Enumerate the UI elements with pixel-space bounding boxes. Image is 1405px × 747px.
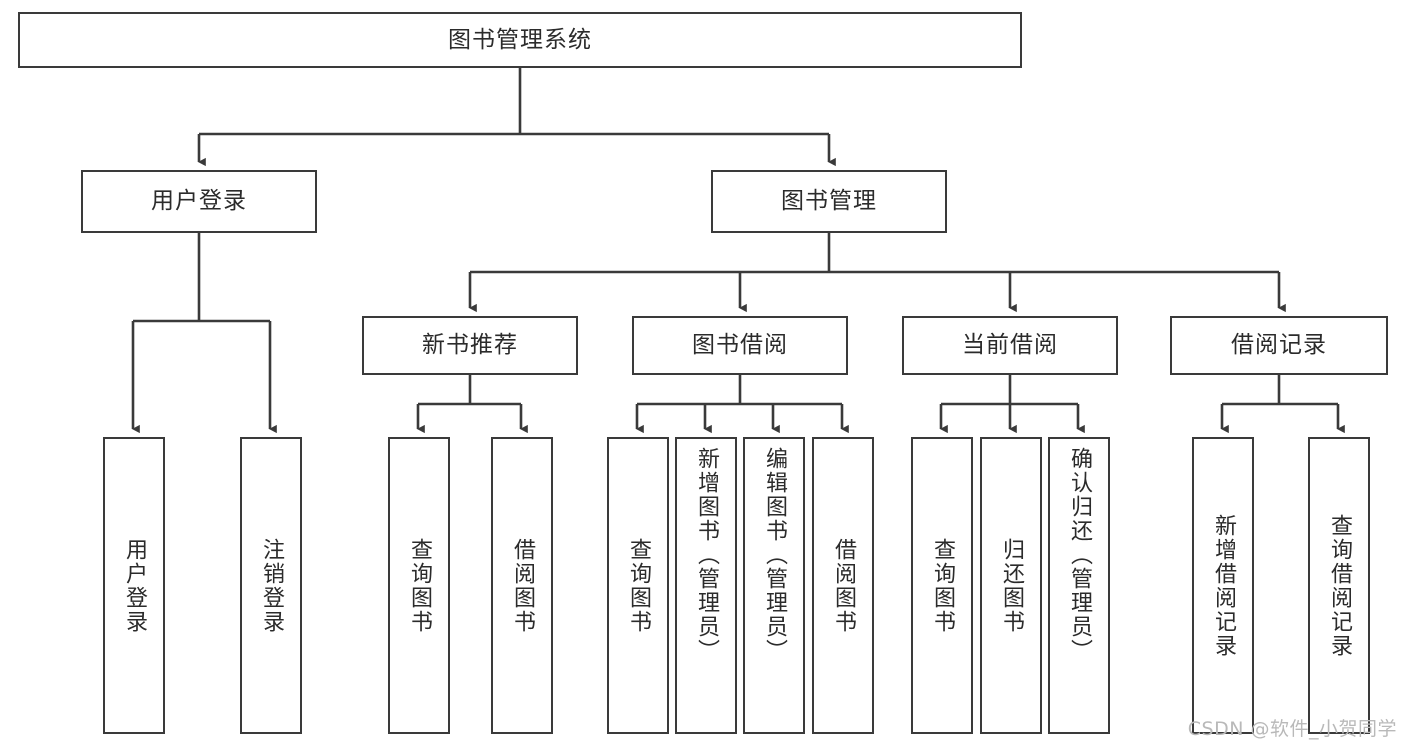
node-root-system[interactable]: 图书管理系统	[18, 12, 1022, 68]
node-book-borrow[interactable]: 图书借阅	[632, 316, 848, 375]
leaf-query-book-recommend[interactable]: 查询图书	[388, 437, 450, 734]
leaf-user-login[interactable]: 用户登录	[103, 437, 165, 734]
leaf-borrow-book-recommend[interactable]: 借阅图书	[491, 437, 553, 734]
node-label: 图书管理系统	[448, 26, 592, 53]
node-label: 查询图书	[625, 537, 651, 634]
node-label: 借阅记录	[1231, 332, 1327, 359]
node-label: 编辑图书（管理员）	[761, 447, 787, 663]
leaf-add-book[interactable]: 新增图书（管理员）	[675, 437, 737, 734]
node-label: 借阅图书	[830, 537, 856, 634]
leaf-confirm-return[interactable]: 确认归还（管理员）	[1048, 437, 1110, 734]
node-label: 归还图书	[998, 537, 1024, 634]
node-label: 新增图书（管理员）	[693, 447, 719, 663]
node-label: 查询图书	[406, 537, 432, 634]
node-label: 确认归还（管理员）	[1066, 447, 1092, 663]
node-borrow-record[interactable]: 借阅记录	[1170, 316, 1388, 375]
leaf-query-book-borrow[interactable]: 查询图书	[607, 437, 669, 734]
node-label: 图书借阅	[692, 332, 788, 359]
node-label: 当前借阅	[962, 332, 1058, 359]
node-label: 用户登录	[121, 537, 147, 634]
node-label: 新书推荐	[422, 332, 518, 359]
node-current-borrow[interactable]: 当前借阅	[902, 316, 1118, 375]
leaf-return-book[interactable]: 归还图书	[980, 437, 1042, 734]
leaf-edit-book[interactable]: 编辑图书（管理员）	[743, 437, 805, 734]
node-label: 借阅图书	[509, 537, 535, 634]
node-new-book-recommend[interactable]: 新书推荐	[362, 316, 578, 375]
node-label: 注销登录	[258, 537, 284, 634]
node-label: 查询图书	[929, 537, 955, 634]
leaf-borrow-book[interactable]: 借阅图书	[812, 437, 874, 734]
node-user-login[interactable]: 用户登录	[81, 170, 317, 233]
node-label: 图书管理	[781, 188, 877, 215]
csdn-watermark: CSDN @软件_小贺同学	[1187, 718, 1397, 740]
node-label: 查询借阅记录	[1326, 513, 1352, 658]
leaf-add-borrow-record[interactable]: 新增借阅记录	[1192, 437, 1254, 734]
node-label: 新增借阅记录	[1210, 513, 1236, 658]
node-book-manage[interactable]: 图书管理	[711, 170, 947, 233]
leaf-query-borrow-record[interactable]: 查询借阅记录	[1308, 437, 1370, 734]
node-label: 用户登录	[151, 188, 247, 215]
leaf-user-logout[interactable]: 注销登录	[240, 437, 302, 734]
leaf-query-book-current[interactable]: 查询图书	[911, 437, 973, 734]
